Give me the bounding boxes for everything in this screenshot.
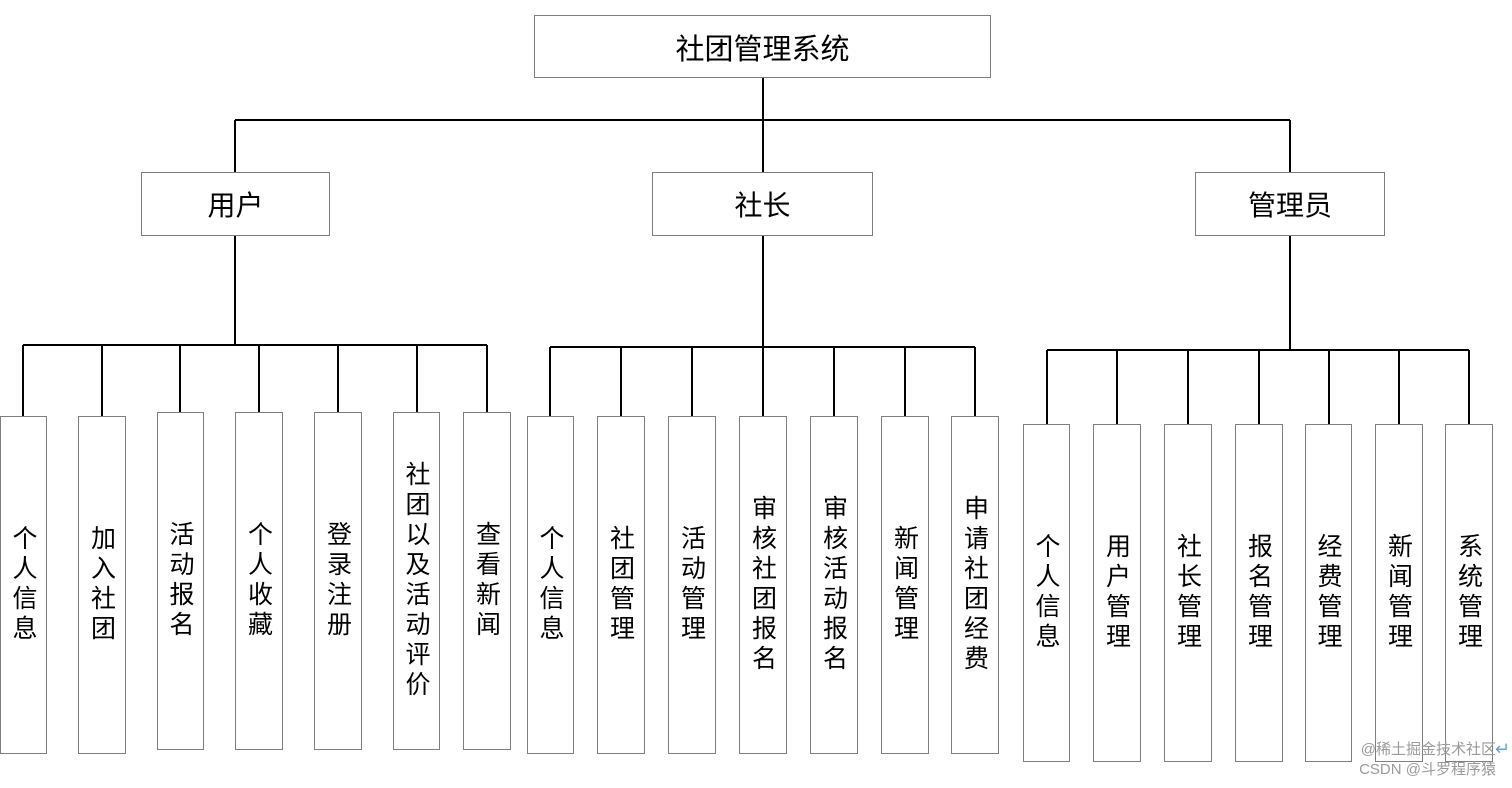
leaf-label: 个人信息 [1032,533,1061,653]
leaf-label: 加入社团 [87,525,117,645]
watermark-line-2: CSDN @斗罗程序猿 [1359,761,1496,778]
leaf-label: 新闻管理 [890,525,920,645]
leaf-label: 社团以及活动评价 [402,461,431,701]
leaf-label: 社团管理 [606,525,636,645]
role-label: 管理员 [1247,189,1332,222]
leaf-node: 申请社团经费 [951,416,999,754]
leaf-label: 用户管理 [1102,533,1132,653]
role-node-president: 社长 [652,172,873,236]
role-label: 社长 [734,189,791,222]
leaf-node: 活动管理 [668,416,716,754]
leaf-node: 新闻管理 [881,416,929,754]
return-arrow-icon: ↵ [1494,739,1510,760]
leaf-node: 个人收藏 [235,412,283,750]
leaf-node: 报名管理 [1235,424,1283,762]
leaf-label: 活动报名 [166,521,195,641]
role-node-user: 用户 [141,172,330,236]
role-label: 用户 [207,189,264,222]
leaf-node: 查看新闻 [463,412,511,750]
watermark-line-1: @稀土掘金技术社区 [1360,741,1496,758]
leaf-label: 个人信息 [9,525,38,645]
leaf-label: 申请社团经费 [960,495,990,675]
leaf-node: 加入社团 [78,416,126,754]
root-label: 社团管理系统 [675,31,850,66]
leaf-node: 个人信息 [1023,424,1070,762]
leaf-label: 系统管理 [1454,533,1484,653]
role-node-admin: 管理员 [1195,172,1385,236]
leaf-label: 经费管理 [1314,533,1343,653]
leaf-node: 活动报名 [157,412,204,750]
leaf-node: 新闻管理 [1375,424,1423,762]
leaf-label: 登录注册 [323,521,353,641]
leaf-node: 经费管理 [1305,424,1352,762]
leaf-node: 用户管理 [1093,424,1141,762]
leaf-node: 审核活动报名 [810,416,858,754]
leaf-label: 活动管理 [677,525,707,645]
leaf-label: 个人收藏 [244,521,274,641]
leaf-node: 社团以及活动评价 [393,412,440,750]
leaf-node: 社团管理 [597,416,645,754]
leaf-label: 审核社团报名 [748,495,778,675]
leaf-label: 审核活动报名 [819,495,849,675]
leaf-node: 个人信息 [0,416,47,754]
tree-connectors [22,78,1470,424]
watermark: @稀土掘金技术社区 CSDN @斗罗程序猿 [1359,740,1496,780]
root-node: 社团管理系统 [534,15,991,78]
leaf-label: 新闻管理 [1384,533,1414,653]
leaf-node: 登录注册 [314,412,362,750]
leaf-node: 社长管理 [1164,424,1212,762]
leaf-node: 系统管理 [1445,424,1493,762]
leaf-label: 个人信息 [536,525,565,645]
leaf-label: 查看新闻 [472,521,502,641]
leaf-node: 审核社团报名 [739,416,787,754]
leaf-node: 个人信息 [527,416,574,754]
leaf-label: 社长管理 [1173,533,1203,653]
leaf-label: 报名管理 [1244,533,1274,653]
